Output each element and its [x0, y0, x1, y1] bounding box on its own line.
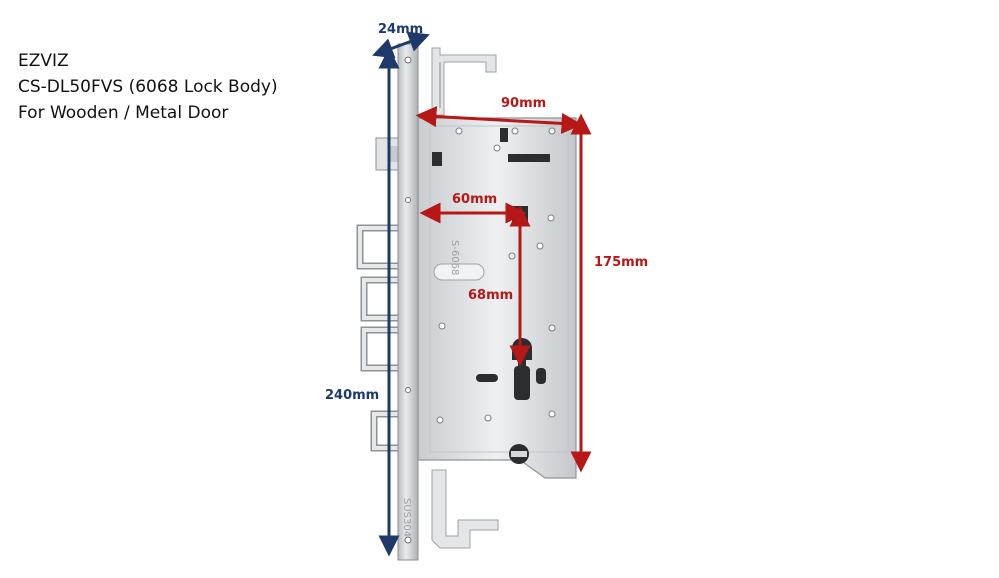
label-body-width: 90mm	[501, 96, 546, 111]
bottom-latch-hook	[431, 469, 499, 549]
dimension-lines	[372, 31, 592, 557]
svg-text:SUS304: SUS304	[401, 498, 412, 537]
label-faceplate-height: 240mm	[325, 388, 379, 403]
label-faceplate-width: 24mm	[378, 22, 423, 37]
model-name: CS-DL50FVS (6068 Lock Body)	[18, 77, 278, 97]
top-latch-hook	[431, 47, 497, 116]
label-center-distance: 68mm	[468, 288, 513, 303]
label-body-height: 175mm	[594, 255, 648, 270]
dim-line-90mm	[415, 106, 583, 134]
door-application: For Wooden / Metal Door	[18, 103, 229, 123]
product-title-block: EZVIZ CS-DL50FVS (6068 Lock Body) For Wo…	[18, 48, 278, 126]
faceplate: SUS304	[397, 43, 419, 561]
brand-name: EZVIZ	[18, 51, 69, 71]
label-backset: 60mm	[452, 192, 497, 207]
svg-text:S-6068: S-6068	[449, 240, 460, 275]
